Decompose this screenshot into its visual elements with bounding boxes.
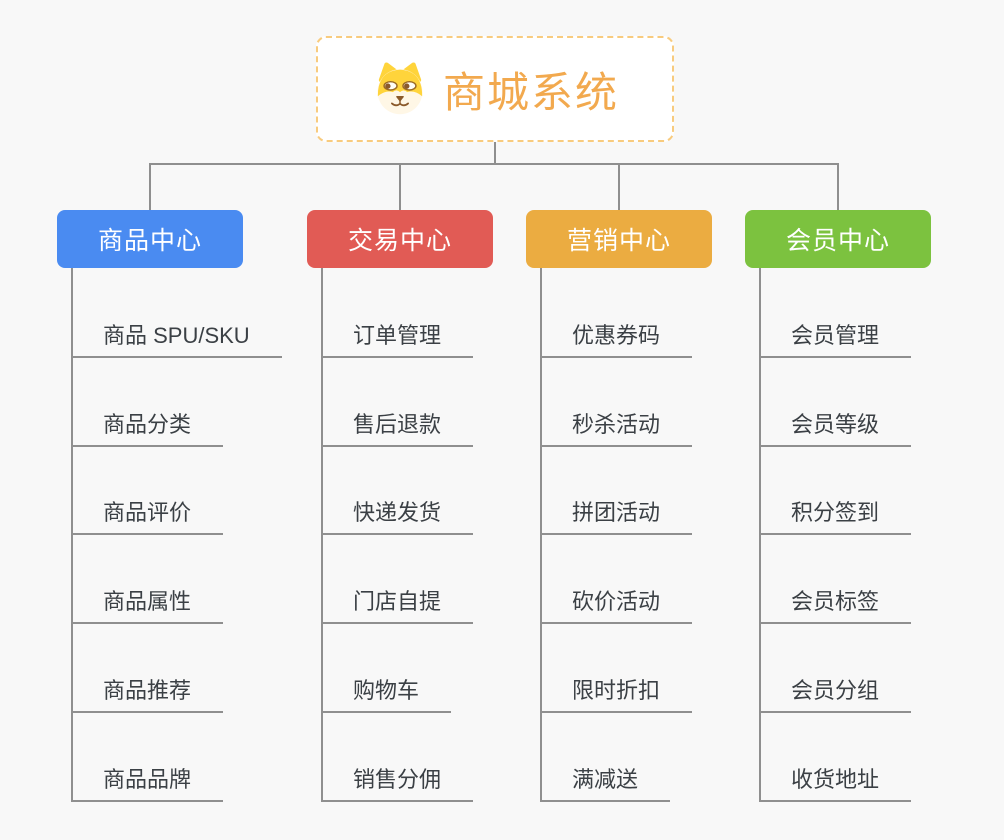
child-node[interactable]: 购物车 bbox=[321, 675, 452, 713]
child-node[interactable]: 门店自提 bbox=[321, 586, 474, 624]
branch-column-product-center: 商品 SPU/SKU 商品分类 商品评价 商品属性 商品推荐 商品品牌 bbox=[71, 268, 311, 808]
child-node[interactable]: 收货地址 bbox=[759, 764, 912, 802]
child-node[interactable]: 拼团活动 bbox=[540, 497, 693, 535]
dog-face-icon bbox=[377, 62, 423, 115]
branch-column-member-center: 会员管理 会员等级 积分签到 会员标签 会员分组 收货地址 bbox=[759, 268, 999, 808]
child-node[interactable]: 售后退款 bbox=[321, 409, 474, 447]
child-node[interactable]: 商品属性 bbox=[71, 586, 224, 624]
child-node[interactable]: 限时折扣 bbox=[540, 675, 693, 713]
child-node[interactable]: 会员等级 bbox=[759, 409, 912, 447]
child-node[interactable]: 砍价活动 bbox=[540, 586, 693, 624]
branch-drop-line bbox=[618, 163, 620, 210]
child-node[interactable]: 会员管理 bbox=[759, 320, 912, 358]
child-node[interactable]: 会员标签 bbox=[759, 586, 912, 624]
branch-drop-line bbox=[149, 163, 151, 210]
branch-drop-line bbox=[399, 163, 401, 210]
branch-header-label: 交易中心 bbox=[347, 227, 452, 255]
branch-header-label: 商品中心 bbox=[97, 227, 202, 255]
root-stem-line bbox=[494, 142, 496, 164]
child-node[interactable]: 订单管理 bbox=[321, 320, 474, 358]
child-node[interactable]: 优惠券码 bbox=[540, 320, 693, 358]
column-trunk-line bbox=[321, 268, 323, 802]
branch-header-product-center[interactable]: 商品中心 bbox=[57, 210, 243, 268]
root-label: 商城系统 bbox=[442, 68, 619, 116]
child-node[interactable]: 商品分类 bbox=[71, 409, 224, 447]
branch-header-trade-center[interactable]: 交易中心 bbox=[307, 210, 493, 268]
column-trunk-line bbox=[759, 268, 761, 802]
child-node[interactable]: 销售分佣 bbox=[321, 764, 474, 802]
child-node[interactable]: 秒杀活动 bbox=[540, 409, 693, 447]
branch-column-trade-center: 订单管理 售后退款 快递发货 门店自提 购物车 销售分佣 bbox=[321, 268, 561, 808]
branch-header-label: 营销中心 bbox=[566, 227, 671, 255]
branch-header-label: 会员中心 bbox=[785, 227, 890, 255]
child-node[interactable]: 商品推荐 bbox=[71, 675, 224, 713]
child-node[interactable]: 积分签到 bbox=[759, 497, 912, 535]
branch-header-member-center[interactable]: 会员中心 bbox=[745, 210, 931, 268]
root-node[interactable]: 商城系统 bbox=[316, 36, 674, 142]
column-trunk-line bbox=[540, 268, 542, 802]
branch-drop-line bbox=[837, 163, 839, 210]
column-trunk-line bbox=[71, 268, 73, 802]
child-node[interactable]: 商品品牌 bbox=[71, 764, 224, 802]
branch-header-marketing-center[interactable]: 营销中心 bbox=[526, 210, 712, 268]
branch-column-marketing-center: 优惠券码 秒杀活动 拼团活动 砍价活动 限时折扣 满减送 bbox=[540, 268, 780, 808]
child-node[interactable]: 快递发货 bbox=[321, 497, 474, 535]
branch-rail-line bbox=[149, 163, 839, 165]
child-node[interactable]: 商品评价 bbox=[71, 497, 224, 535]
child-node[interactable]: 商品 SPU/SKU bbox=[71, 320, 282, 358]
child-node[interactable]: 会员分组 bbox=[759, 675, 912, 713]
child-node[interactable]: 满减送 bbox=[540, 764, 671, 802]
